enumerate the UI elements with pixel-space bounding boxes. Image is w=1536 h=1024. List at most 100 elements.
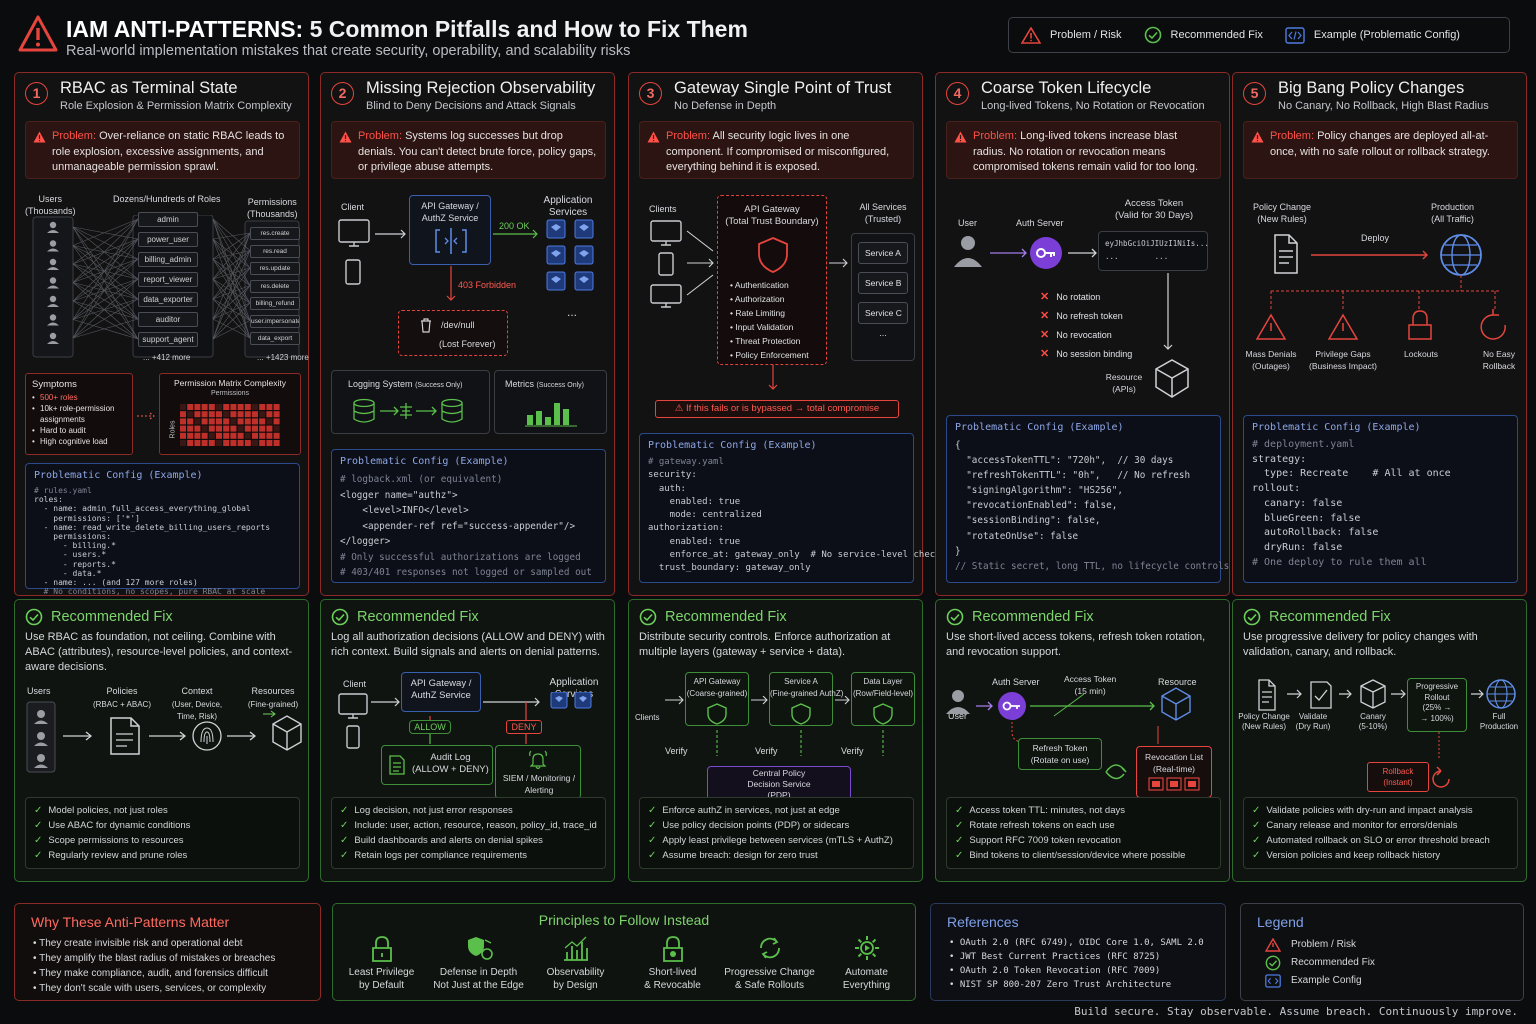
connection-line — [212, 238, 251, 286]
connection-line — [212, 238, 251, 304]
gateway-icon — [435, 228, 467, 254]
matrix-cell — [259, 411, 266, 418]
matrix-cell — [187, 425, 194, 432]
problem-panel: 1 RBAC as Terminal State Role Explosion … — [14, 72, 309, 596]
principle-item: Short-lived & Revocable — [627, 932, 719, 992]
problem-panel: 4 Coarse Token Lifecycle Long-lived Toke… — [935, 72, 1230, 596]
connection-line — [72, 238, 139, 283]
gateway-function-text: Policy Enforcement — [735, 350, 809, 360]
matrix-cell — [194, 432, 201, 439]
connection-line — [72, 218, 139, 283]
connection-line — [212, 278, 251, 339]
matrix-cell — [208, 418, 215, 425]
fix-checklist: ✓Validate policies with dry-run and impa… — [1243, 797, 1518, 869]
service-item: ... — [879, 328, 887, 338]
connection-line — [212, 232, 251, 280]
bar-chart-icon — [525, 403, 577, 427]
token-box: eyJhbGciOiJIUzI1NiIs... ... ... — [1098, 231, 1209, 271]
user-icon — [47, 285, 59, 289]
verify-arrows — [665, 696, 884, 756]
fix-description: Log all authorization decisions (ALLOW a… — [331, 631, 605, 658]
step-number: 4 — [946, 82, 969, 105]
checklist-text: Bind tokens to client/session/device whe… — [969, 850, 1186, 861]
revocation-list-box: Revocation List (Real-time) — [1136, 746, 1212, 798]
checklist-text: Model policies, not just roles — [48, 805, 168, 816]
permission-item: res.delete — [250, 279, 300, 293]
checklist-text: Support RFC 7009 token revocation — [969, 835, 1121, 846]
role-item: auditor — [138, 312, 198, 327]
config-line: "refreshTokenTTL": "0h", // No refresh — [955, 470, 1191, 482]
arrow-icon — [768, 365, 778, 390]
gateway-function-text: Threat Protection — [735, 336, 801, 346]
check-circle-icon — [1265, 955, 1281, 971]
connection-line — [212, 232, 251, 240]
config-line: - name: read_write_delete_billing_users_… — [34, 522, 271, 532]
service-box: Service A (Fine-grained AuthZ) — [769, 672, 843, 726]
matrix-cell — [180, 440, 186, 446]
fix-checklist: ✓Access token TTL: minutes, not days✓Rot… — [946, 797, 1221, 869]
bell-icon — [529, 750, 547, 770]
gateway-function: • Rate Limiting — [730, 306, 809, 320]
bullet-icon: • — [32, 393, 35, 402]
matrix-cell — [201, 418, 208, 425]
connection-line — [72, 300, 139, 320]
permissions-label: Permissions (Thousands) — [247, 197, 298, 219]
checklist-item: ✓Include: user, action, resource, reason… — [340, 818, 597, 833]
checklist-item: ✓Automated rollback on SLO or error thre… — [1252, 833, 1509, 848]
matrix-cell — [252, 425, 258, 432]
connection-line — [212, 302, 251, 340]
problem-box: Problem: Over-reliance on static RBAC le… — [25, 121, 300, 179]
config-line: mode: centralized — [648, 510, 762, 521]
connection-line — [212, 258, 251, 321]
connection-line — [212, 218, 251, 321]
matrix-cell — [223, 418, 230, 425]
symptom-item: •500+ roles — [32, 392, 126, 403]
checklist-item: ✓Bind tokens to client/session/device wh… — [955, 848, 1212, 863]
matrix-cell — [244, 411, 251, 418]
connection-line — [72, 245, 139, 300]
check-icon: ✓ — [34, 850, 43, 861]
lock-icon — [371, 936, 392, 962]
card-subtitle: No Defense in Depth — [674, 100, 777, 112]
gateway-box: API Gateway / AuthZ Service — [409, 195, 491, 265]
role-item: support_agent — [138, 332, 198, 347]
connection-line — [212, 232, 251, 340]
checklist-text: Access token TTL: minutes, not days — [969, 805, 1125, 816]
check-icon: ✓ — [340, 850, 349, 861]
lock-clock-icon — [662, 936, 683, 962]
checklist-text: Assume breach: design for zero trust — [662, 850, 818, 861]
impact-label: Lockouts — [1403, 349, 1439, 359]
matrix-cell — [266, 418, 273, 425]
list-item-text: They amplify the blast radius of mistake… — [39, 953, 276, 964]
principle-item: Defense in Depth Not Just at the Edge — [433, 932, 525, 992]
problem-box: Problem: Long-lived tokens increase blas… — [946, 121, 1221, 179]
checklist-text: Enforce authZ in services, not just at e… — [662, 805, 840, 816]
problem-box: Problem: Systems log successes but drop … — [331, 121, 606, 179]
step-number: 3 — [639, 82, 662, 105]
shield-icon — [873, 703, 893, 725]
matrix-cell — [216, 418, 222, 425]
check-icon: ✓ — [340, 835, 349, 846]
why-title: Why These Anti-Patterns Matter — [31, 914, 230, 930]
connection-line — [72, 298, 139, 339]
matrix-cell — [244, 404, 251, 410]
problem-box: Problem: All security logic lives in one… — [639, 121, 914, 179]
connection-line — [212, 238, 251, 269]
service-cube-icon — [551, 224, 561, 231]
connection-line — [72, 298, 139, 320]
x-icon: ✕ — [1040, 310, 1050, 322]
bullet-icon: • — [730, 322, 736, 332]
gateway-function: • Policy Enforcement — [730, 348, 809, 362]
undo-icon — [1432, 766, 1450, 788]
card-title: Gateway Single Point of Trust — [674, 79, 892, 97]
checklist-item: ✓Canary release and monitor for errors/d… — [1252, 818, 1509, 833]
matrix-cell — [201, 404, 208, 410]
refresh-icon — [759, 937, 780, 959]
x-icon: ✕ — [1040, 329, 1050, 341]
matrix-cell — [187, 411, 194, 418]
checklist-item: ✓Log decision, not just error responses — [340, 803, 597, 818]
checklist-item: ✓Build dashboards and alerts on denial s… — [340, 833, 597, 848]
fix-header: Recommended Fix — [946, 608, 1094, 626]
config-line: <appender-ref ref="success-appender"/> — [340, 520, 576, 532]
fix-description: Use short-lived access tokens, refresh t… — [946, 631, 1206, 658]
